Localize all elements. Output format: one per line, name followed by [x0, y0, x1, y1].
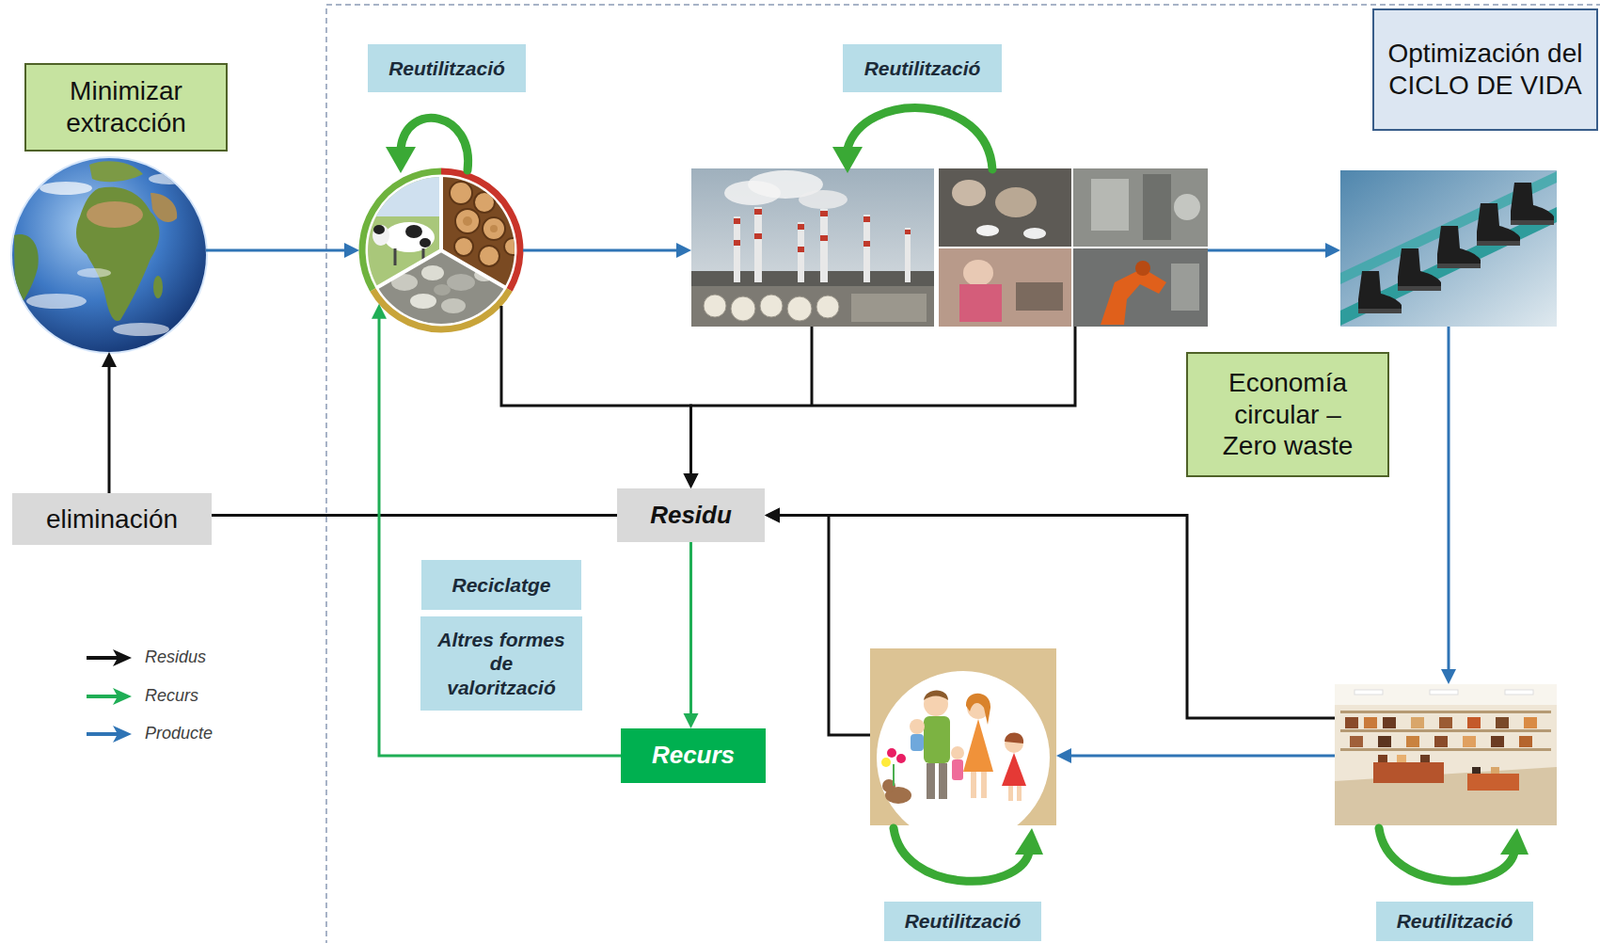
- arrow-head: [371, 303, 387, 319]
- picture-node: [359, 168, 523, 333]
- reuse-loop-head: [385, 146, 1529, 855]
- connector-line: [522, 249, 679, 253]
- connector-line: [211, 513, 618, 517]
- connector-line: [691, 326, 1077, 476]
- flow-connector: [501, 305, 699, 489]
- flow-connector: [1056, 747, 1335, 763]
- text-wrap: Optimización del CICLO DE VIDA: [1387, 37, 1584, 101]
- connector-line: [689, 541, 693, 715]
- arrow-head: [764, 507, 780, 523]
- node-label: Optimización del CICLO DE VIDA: [1387, 37, 1584, 101]
- arrow-head: [344, 242, 360, 258]
- workshop-photos: [936, 168, 1208, 327]
- connector-line: [379, 316, 621, 756]
- legend-label: Recurs: [144, 685, 199, 707]
- connector-line: [205, 249, 347, 253]
- node-label: Minimizar extracción: [39, 75, 213, 139]
- text-wrap: Recurs: [651, 740, 735, 770]
- picture-node: [691, 168, 1208, 327]
- process-tag: Reciclatge: [421, 559, 582, 610]
- reuse-tag: Reutilització: [884, 901, 1042, 941]
- shop-photo: [1334, 683, 1557, 825]
- text-wrap: Residu: [649, 500, 732, 530]
- text-wrap: Reutilització: [904, 908, 1022, 933]
- goal-box: Optimización del CICLO DE VIDA: [1372, 8, 1599, 131]
- legend-label: Producte: [144, 723, 213, 745]
- goal-box: Economía circular – Zero waste: [1186, 351, 1390, 477]
- connector-line: [1447, 326, 1451, 671]
- arrow-head: [101, 351, 117, 367]
- text-wrap: Altres formes de valorització: [433, 627, 570, 699]
- flow-connector: [1207, 242, 1341, 258]
- text-wrap: Reciclatge: [451, 572, 551, 597]
- picture-node: [12, 158, 206, 352]
- flow-connector: [683, 326, 1077, 489]
- flow-connector: [101, 351, 117, 493]
- text-wrap: Reutilització: [388, 56, 506, 80]
- picture-node: [1340, 170, 1557, 327]
- node-label: Reutilització: [388, 56, 506, 80]
- earth-globe: [10, 156, 208, 354]
- arrow-head: [683, 473, 699, 489]
- flow-connector: [205, 242, 360, 258]
- industry-photo: [691, 168, 935, 327]
- family-illustration: [870, 648, 1057, 844]
- text-wrap: Reutilització: [1396, 908, 1514, 933]
- reuse-tag: Reutilització: [1376, 901, 1534, 941]
- connector-line: [777, 515, 871, 736]
- arrow-head: [764, 507, 780, 523]
- connector-line: [108, 364, 111, 493]
- reuse-tag: Reutilització: [842, 44, 1002, 93]
- resource-box: Recurs: [620, 728, 766, 783]
- arrow-head: [1325, 242, 1341, 258]
- process-tag: Altres formes de valorització: [420, 616, 583, 711]
- node-label: Economía circular – Zero waste: [1208, 366, 1367, 462]
- node-label: Residu: [649, 500, 732, 530]
- raw-materials-circle: [357, 166, 525, 334]
- legend-arrow: [84, 685, 134, 707]
- connector-line: [777, 515, 1335, 719]
- node-label: Altres formes de valorització: [433, 627, 570, 699]
- connector-line: [1069, 754, 1335, 758]
- text-wrap: Reutilització: [864, 56, 982, 80]
- connector-branch: [810, 326, 814, 406]
- process-box: eliminación: [12, 492, 212, 545]
- node-label: Recurs: [651, 740, 735, 770]
- text-wrap: Economía circular – Zero waste: [1208, 366, 1367, 462]
- text-wrap: Minimizar extracción: [39, 75, 213, 139]
- goal-box: Minimizar extracción: [24, 63, 228, 152]
- node-label: Reutilització: [904, 908, 1022, 933]
- legend-arrow: [84, 723, 134, 745]
- legend-arrow: [84, 647, 134, 668]
- node-label: Reutilització: [864, 56, 982, 80]
- node-label: eliminación: [46, 503, 178, 536]
- arrow-head: [683, 473, 699, 489]
- arrow-head: [683, 712, 699, 729]
- boundary-dashed: [326, 4, 1600, 943]
- node-label: Reutilització: [1396, 908, 1514, 933]
- reuse-loop: [400, 108, 1515, 882]
- connector-line: [501, 305, 692, 476]
- flow-connector: [764, 507, 871, 736]
- reuse-tag: Reutilització: [367, 44, 526, 93]
- arrow-head: [1441, 668, 1457, 684]
- legend-label: Residus: [144, 647, 206, 668]
- flow-connector: [1441, 326, 1457, 684]
- flow-connector: [371, 303, 621, 756]
- arrow-head: [1056, 747, 1072, 763]
- boots-photo: [1340, 170, 1557, 327]
- node-label: Reciclatge: [451, 572, 551, 597]
- picture-node: [1334, 683, 1557, 825]
- flow-connector: [211, 514, 618, 516]
- flow-connector: [683, 541, 699, 729]
- arrow-head: [676, 242, 692, 258]
- flow-connector: [764, 507, 1335, 719]
- picture-node: [870, 648, 1057, 825]
- flow-connector: [522, 242, 692, 258]
- text-wrap: eliminación: [46, 503, 178, 536]
- process-box: Residu: [617, 488, 765, 542]
- connector-line: [1207, 249, 1328, 253]
